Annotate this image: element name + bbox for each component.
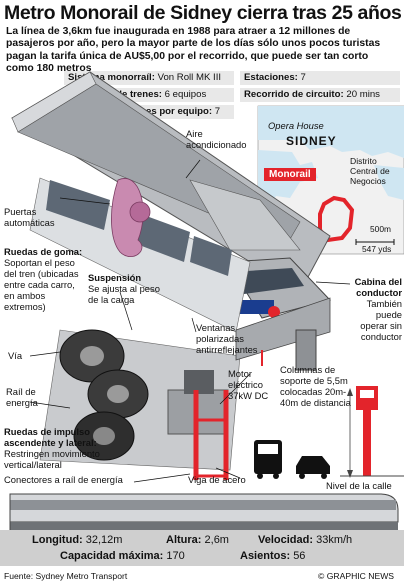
street-vehicles (254, 440, 330, 479)
label-doors: Puertas automáticas (4, 206, 55, 228)
dim-capacity-label: Capacidad máxima: (60, 550, 164, 562)
label-street-level: Nivel de la calle (326, 480, 392, 491)
dimensions-band: Longitud: 32,12m Altura: 2,6m Velocidad:… (0, 530, 404, 566)
label-thrust-body: Restringen movimiento vertical/lateral (4, 448, 100, 470)
spec-system-value: Von Roll MK III (157, 72, 222, 83)
label-suspension-title: Suspensión (88, 272, 142, 283)
map-city: SIDNEY (286, 134, 337, 148)
dim-height-value: 2,6m (204, 534, 229, 546)
label-cab: Cabina del conductor También puede opera… (352, 276, 402, 342)
dim-length: Longitud: 32,12m (32, 533, 122, 548)
intro-text: La línea de 3,6km fue inaugurada en 1988… (6, 26, 381, 75)
footer-source: Fuente: Sydney Metro Transport (4, 571, 128, 581)
label-rubber-body: Soportan el peso del tren (ubicadas entr… (4, 257, 79, 312)
spec-system-label: Sistema monorraíl: (68, 72, 155, 83)
dim-speed-value: 33km/h (316, 534, 353, 546)
dim-seats-label: Asientos: (240, 550, 291, 562)
spec-route-value: 20 mins (346, 89, 380, 100)
footer-credit: © GRAPHIC NEWS (318, 571, 395, 581)
dim-seats: Asientos: 56 (240, 549, 305, 564)
leader-lines (29, 159, 351, 483)
label-rubber-wheels: Ruedas de goma: Soportan el peso del tre… (4, 246, 86, 312)
page-title: Metro Monorail de Sidney cierra tras 25 … (4, 2, 402, 24)
label-thrust-title: Ruedas de impulso ascendente y lateral: (4, 426, 97, 448)
spec-cars-label: Coches por equipo: (122, 106, 213, 117)
dim-length-value: 32,12m (85, 534, 123, 546)
support-column-graphic (340, 386, 404, 478)
label-track: Vía (8, 350, 23, 361)
label-suspension: Suspensión Se ajusta al peso de la carga (88, 272, 166, 305)
spec-cars-value: 7 (214, 106, 221, 117)
spec-route-label: Recorrido de circuito: (244, 89, 344, 100)
label-cab-title: Cabina del conductor (354, 276, 402, 298)
map-route-badge: Monorail (264, 168, 316, 181)
spec-stations-value: 7 (300, 72, 306, 83)
spec-trains-label: No. de trenes: (98, 89, 162, 100)
map-opera-house: Opera House (268, 120, 324, 131)
train-side-view (9, 493, 399, 530)
label-thrust-wheels: Ruedas de impulso ascendente y lateral: … (4, 426, 144, 470)
label-steel-beam: Viga de acero (188, 474, 246, 485)
dim-length-label: Longitud: (32, 534, 83, 546)
train-body (11, 71, 331, 333)
map-scale-m: 500m (370, 224, 391, 234)
spec-route: Recorrido de circuito: 20 mins (240, 88, 400, 102)
label-power-rail: Raíl de energía (6, 386, 38, 408)
dim-height: Altura: 2,6m (166, 533, 229, 548)
spec-system: Sistema monorraíl: Von Roll MK III (64, 71, 234, 85)
bogie-assembly (39, 329, 241, 480)
dim-height-label: Altura: (166, 534, 202, 546)
spec-stations-label: Estaciones: (244, 72, 298, 83)
label-cab-body: También puede operar sin conductor (360, 298, 402, 342)
label-motor: Motor eléctrico 37kW DC (228, 368, 269, 401)
label-windows: Ventanas polarizadas antirreflejantes (196, 322, 258, 355)
dim-speed: Velocidad: 33km/h (258, 533, 352, 548)
map-district: Distrito Central de Negocios (350, 156, 390, 186)
dim-speed-label: Velocidad: (258, 534, 314, 546)
track-beam (235, 297, 331, 371)
spec-stations: Estaciones: 7 (240, 71, 400, 85)
label-columns: Columnas de soporte de 5,5m colocadas 20… (280, 364, 351, 408)
label-ac: Aire acondicionado (186, 128, 247, 150)
map-scale-yd: 547 yds (362, 244, 392, 254)
dim-capacity-value: 170 (166, 550, 185, 562)
dim-capacity: Capacidad máxima: 170 (60, 549, 185, 564)
spec-trains-value: 6 equipos (164, 89, 207, 100)
dim-seats-value: 56 (293, 550, 306, 562)
label-suspension-body: Se ajusta al peso de la carga (88, 283, 160, 305)
label-connectors: Conectores a raíl de energía (4, 474, 123, 485)
label-rubber-title: Ruedas de goma: (4, 246, 83, 257)
